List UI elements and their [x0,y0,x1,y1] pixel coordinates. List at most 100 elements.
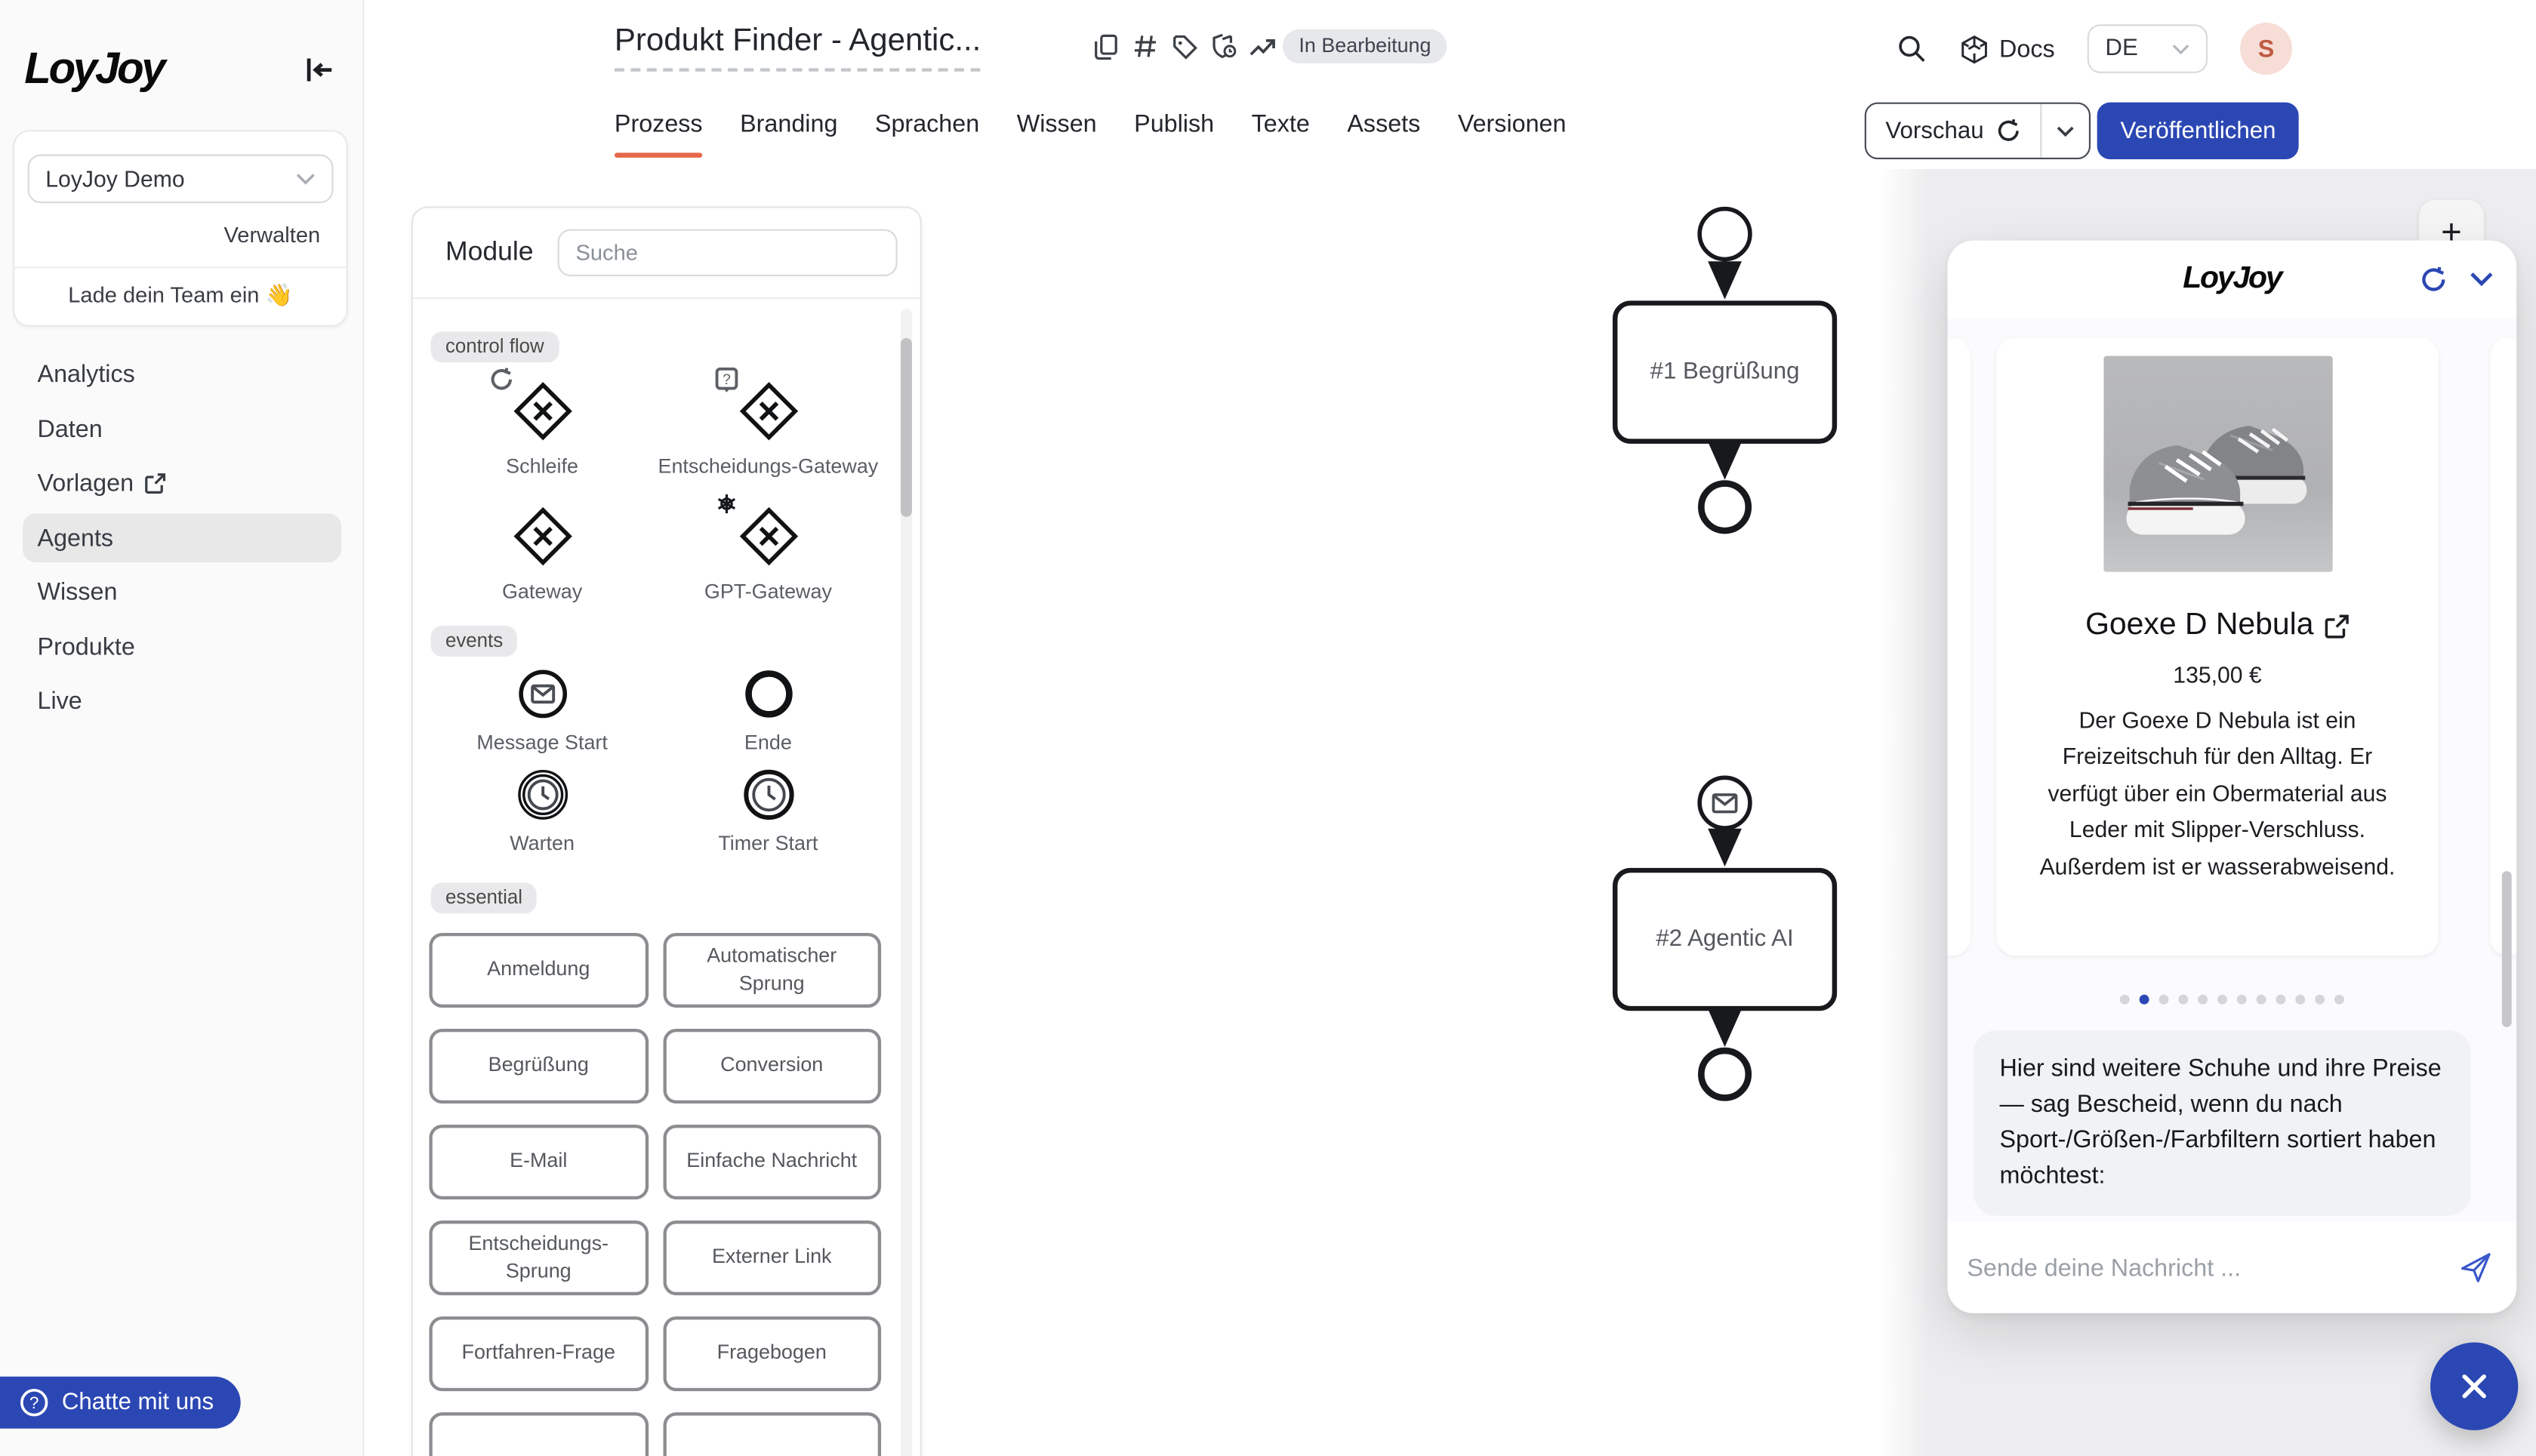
module-gpt-gateway[interactable]: GPT-Gateway [655,488,881,613]
message-start-icon [518,670,566,719]
module-fortfahren-frage[interactable]: Fortfahren-Frage [429,1316,649,1391]
module-externer-link[interactable]: Externer Link [662,1219,882,1295]
carousel-dot[interactable] [2198,994,2208,1005]
avatar[interactable]: S [2240,23,2293,75]
trending-up-icon[interactable] [1249,32,1277,60]
carousel-dot[interactable] [2256,994,2266,1005]
sidebar-item-wissen[interactable]: Wissen [37,578,118,607]
tab-prozess[interactable]: Prozess [614,110,703,158]
hash-icon[interactable] [1132,32,1160,60]
end-event-node [1698,480,1752,534]
search-icon[interactable] [1897,34,1926,63]
module-anmeldung[interactable]: Anmeldung [429,931,649,1007]
carousel-dot[interactable] [2334,994,2344,1005]
sidebar-item-vorlagen[interactable]: Vorlagen [23,459,341,508]
carousel-dots[interactable] [1948,994,2517,1005]
module-timer-start[interactable]: Timer Start [655,765,881,866]
product-card[interactable]: Goexe D Nebula 135,00 € Der Goexe D Nebu… [1996,337,2439,956]
module-automatischer-sprung[interactable]: Automatischer Sprung [662,931,882,1007]
sidebar-item-analytics[interactable]: Analytics [37,361,135,389]
start-event-node [1697,206,1752,262]
tab-versionen[interactable]: Versionen [1457,110,1567,139]
sidebar-item-agents[interactable]: Agents [23,513,342,563]
module-conversion[interactable]: Conversion [662,1027,882,1103]
manage-link[interactable]: Verwalten [223,222,321,248]
module-entscheidungs-sprung[interactable]: Entscheidungs-Sprung [429,1219,649,1295]
page-title[interactable]: Produkt Finder - Agentic... [614,23,981,72]
carousel-next-card[interactable] [2490,337,2517,956]
modules-title: Module [445,237,534,267]
carousel-dot[interactable] [2119,994,2130,1005]
module-schleife[interactable]: Schleife [429,362,655,488]
carousel-dot[interactable] [2315,994,2325,1005]
module-cutoff[interactable] [662,1411,882,1456]
module-gateway[interactable]: Gateway [429,488,655,613]
preview-button[interactable]: Vorschau [1864,102,2091,160]
bot-message-bubble: Hier sind weitere Schuhe und ihre Preise… [1973,1030,2471,1216]
sidebar-item-daten[interactable]: Daten [37,415,103,443]
close-chat-button[interactable] [2430,1342,2519,1430]
module-begruessung[interactable]: Begrüßung [429,1027,649,1103]
loyjoy-logo: LoyJoy [24,44,165,93]
module-search-input[interactable] [557,229,898,277]
module-warten[interactable]: Warten [429,765,655,866]
publish-button[interactable]: Veröffentlichen [2097,102,2299,160]
carousel-dot[interactable] [2295,994,2306,1005]
collapse-sidebar-icon[interactable] [299,49,341,91]
gateway-diamond-icon [738,507,798,566]
carousel-dot[interactable] [2178,994,2189,1005]
product-name: Goexe D Nebula [2085,608,2314,642]
docs-link[interactable]: Docs [1958,33,2055,64]
sidebar-item-produkte[interactable]: Produkte [37,633,135,661]
carousel-prev-card[interactable] [1947,337,1971,956]
product-external-link-icon[interactable] [2325,614,2350,638]
tag-icon[interactable] [1170,32,1198,60]
shield-icon[interactable] [1209,32,1237,60]
tab-branding[interactable]: Branding [740,110,838,139]
modules-scrollbar-track[interactable] [900,309,912,1456]
language-select[interactable]: DE [2087,24,2208,73]
send-icon[interactable] [2458,1250,2494,1285]
header-right: Docs DE S [1897,23,2293,75]
support-chat-button[interactable]: ? Chatte mit uns [0,1376,240,1429]
carousel-dot[interactable] [2139,994,2149,1005]
tab-assets[interactable]: Assets [1347,110,1421,139]
chat-preview-panel: LoyJoy [1947,240,2517,1313]
invite-team-link[interactable]: Lade dein Team ein 👋 [14,266,347,325]
sidebar-item-live[interactable]: Live [37,687,82,716]
help-icon: ? [20,1388,49,1418]
gateway-diamond-icon [513,507,572,566]
chat-refresh-icon[interactable] [2420,266,2446,292]
carousel-dot[interactable] [2276,994,2286,1005]
chat-input-bar [1947,1222,2517,1313]
workspace-select[interactable]: LoyJoy Demo [27,154,334,204]
carousel-dot[interactable] [2159,994,2169,1005]
flow-node-begruessung[interactable]: #1 Begrüßung [1612,300,1838,444]
module-cutoff[interactable] [429,1411,649,1456]
module-fragebogen[interactable]: Fragebogen [662,1316,882,1391]
chat-message-input[interactable] [1967,1254,2458,1282]
preview-dropdown-toggle[interactable] [2040,103,2090,158]
section-badge-events: events [430,626,518,657]
chat-minimize-icon[interactable] [2470,272,2494,288]
flow-node-agentic-ai[interactable]: #2 Agentic AI [1612,867,1838,1011]
copy-icon[interactable] [1092,32,1120,60]
modules-scrollbar-thumb[interactable] [900,337,912,517]
carousel-dot[interactable] [2236,994,2247,1005]
module-message-start[interactable]: Message Start [429,657,655,764]
tab-sprachen[interactable]: Sprachen [874,110,980,139]
status-badge: In Bearbeitung [1282,29,1448,63]
timer-start-icon [743,770,793,820]
tab-wissen[interactable]: Wissen [1016,110,1097,139]
module-einfache-nachricht[interactable]: Einfache Nachricht [662,1123,882,1199]
chat-scrollbar-thumb[interactable] [2501,871,2512,1027]
workspace-card: LoyJoy Demo Verwalten Lade dein Team ein… [13,130,348,327]
header-buttons: Vorschau Veröffentlichen [1864,102,2299,160]
module-entscheidungs-gateway[interactable]: ? Entscheidungs-Gateway [655,362,881,488]
tab-publish[interactable]: Publish [1134,110,1215,139]
module-email[interactable]: E-Mail [429,1123,649,1199]
module-ende[interactable]: Ende [655,657,881,764]
tab-texte[interactable]: Texte [1251,110,1310,139]
carousel-dot[interactable] [2217,994,2227,1005]
